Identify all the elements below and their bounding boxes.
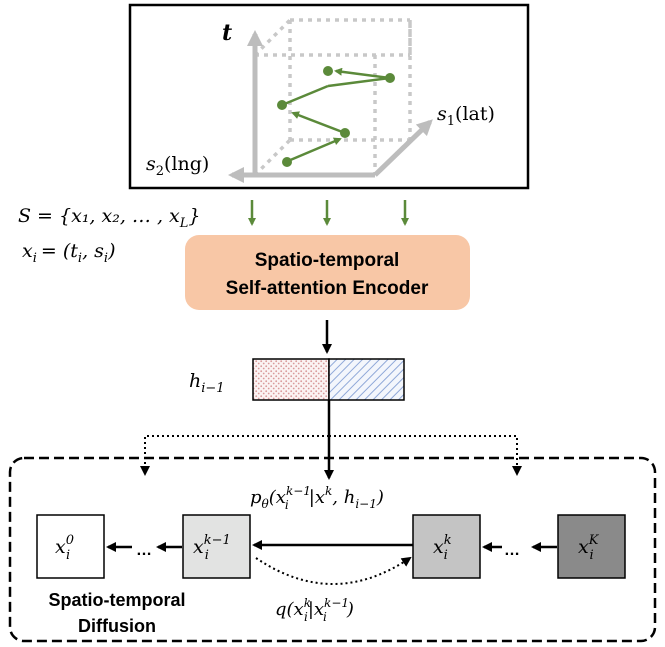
- sequence-definition: S = {x₁, x₂, … , xL}: [18, 205, 201, 231]
- input-arrows: [248, 200, 409, 226]
- ellipsis-right: …: [504, 542, 520, 559]
- s2-axis-label: s2(lng): [146, 153, 209, 179]
- point-definition: xi= (ti, si): [22, 240, 116, 266]
- ellipsis-left: …: [136, 542, 152, 559]
- s1-axis: [373, 119, 433, 177]
- trajectory: [281, 67, 391, 163]
- diffusion-title-line2: Diffusion: [78, 616, 156, 636]
- state-box-xk-minus-1: [182, 514, 251, 579]
- t-axis-label: t: [222, 20, 232, 46]
- state-box-xk: [412, 514, 481, 579]
- state-box-x0: [36, 514, 105, 579]
- state-box-xK: [557, 514, 626, 579]
- diffusion-title-line1: Spatio-temporal: [48, 590, 185, 610]
- trajectory-panel: [128, 3, 530, 190]
- encoder-label-line2: Self-attention Encoder: [226, 278, 429, 299]
- hidden-state-label: hi−1: [189, 370, 225, 396]
- hidden-state-left: [252, 358, 330, 401]
- axes: [228, 30, 433, 183]
- hidden-state-right: [328, 358, 405, 401]
- trajectory-points: [277, 66, 395, 167]
- s1-axis-label: s1(lat): [437, 103, 495, 129]
- condition-dotted: [140, 435, 522, 476]
- encoder-box: [185, 235, 470, 310]
- encoder-label-line1: Spatio-temporal: [255, 250, 400, 271]
- reverse-arrows: [106, 540, 557, 552]
- diffusion-frame: [8, 456, 657, 643]
- forward-process-arc: [255, 556, 412, 585]
